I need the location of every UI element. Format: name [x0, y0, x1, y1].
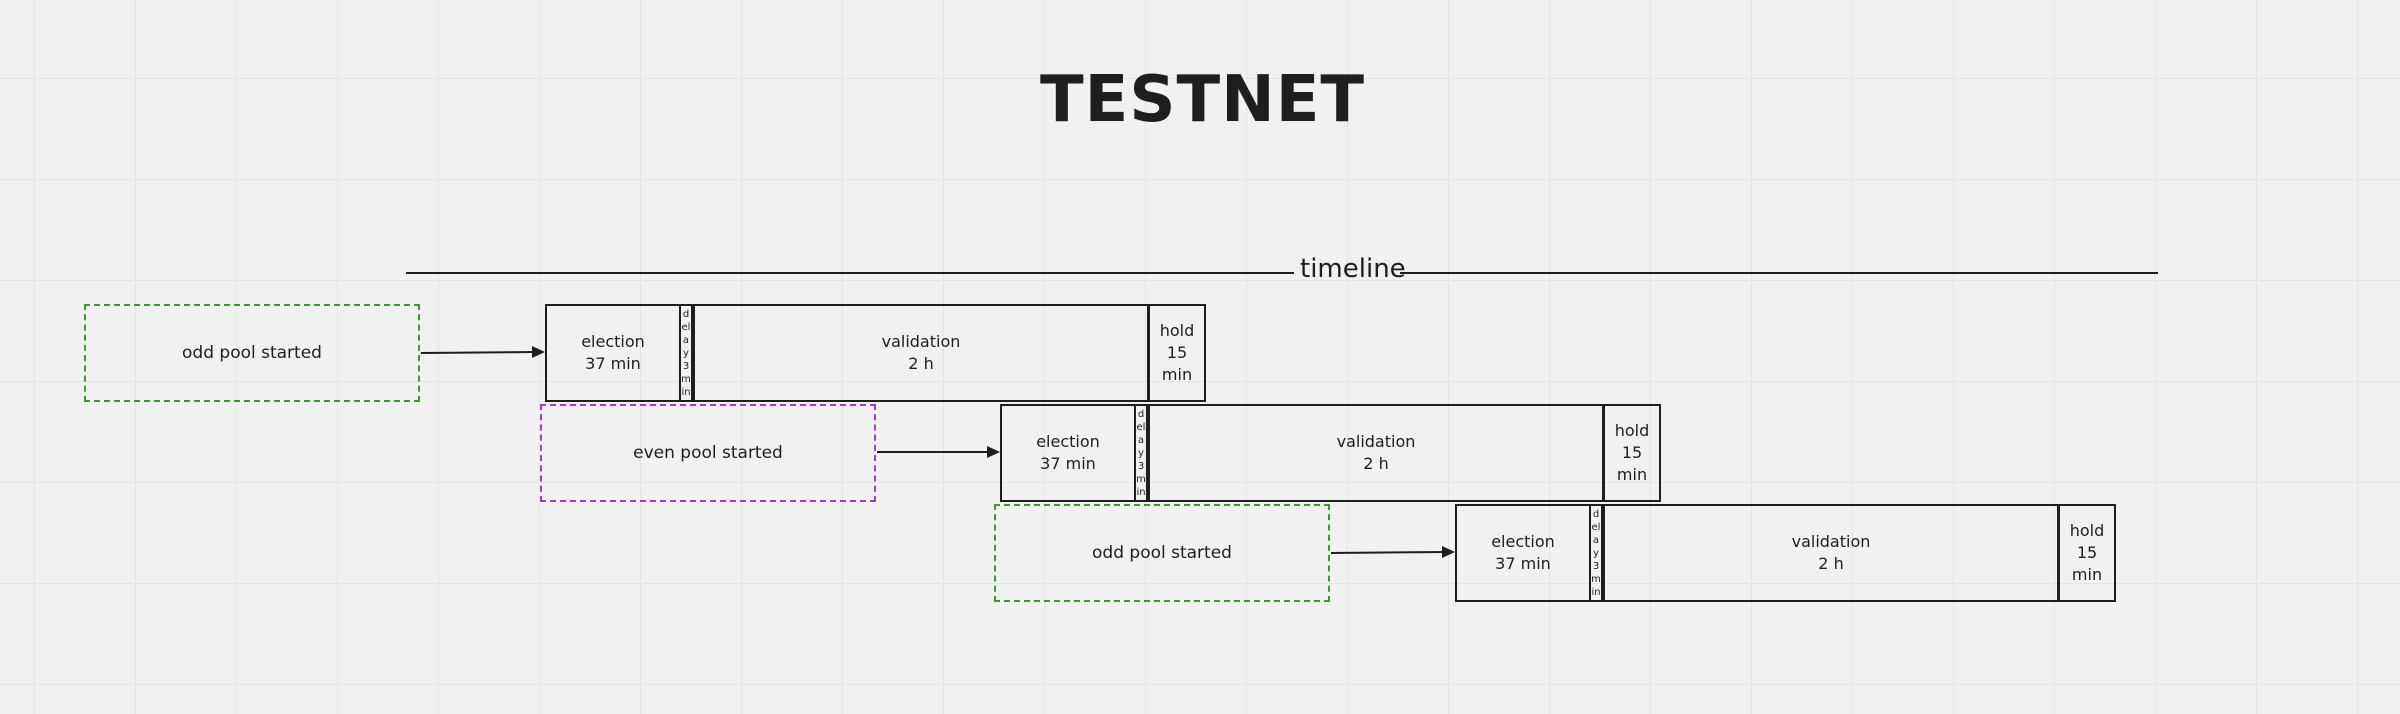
delay-label: delay 3 min: [1136, 408, 1146, 498]
timeline-line-right: [1400, 272, 2158, 274]
even-pool-started-box[interactable]: even pool started: [540, 404, 876, 502]
hold-label: hold 15 min: [1159, 321, 1195, 384]
pool-label: odd pool started: [182, 343, 322, 363]
odd-pool-started-box[interactable]: odd pool started: [994, 504, 1330, 602]
delay-label: delay 3 min: [1591, 508, 1601, 598]
validation-label: validation 2 h: [1336, 432, 1416, 473]
hold-box[interactable]: hold 15 min: [1148, 304, 1206, 402]
election-label: election 37 min: [581, 332, 645, 373]
hold-label: hold 15 min: [2069, 521, 2105, 584]
election-label: election 37 min: [1036, 432, 1100, 473]
pool-label: even pool started: [633, 443, 783, 463]
hold-box[interactable]: hold 15 min: [1603, 404, 1661, 502]
election-label: election 37 min: [1491, 532, 1555, 573]
arrow-odd-to-election-1: [420, 346, 545, 358]
validation-label: validation 2 h: [881, 332, 961, 373]
pool-label: odd pool started: [1092, 543, 1232, 563]
validation-label: validation 2 h: [1791, 532, 1871, 573]
hold-label: hold 15 min: [1614, 421, 1650, 484]
delay-label: delay 3 min: [681, 308, 691, 398]
timeline-line-left: [406, 272, 1294, 274]
odd-pool-started-box[interactable]: odd pool started: [84, 304, 420, 402]
arrow-odd-to-election-3: [1330, 546, 1455, 558]
arrow-even-to-election-2: [877, 446, 1000, 458]
hold-box[interactable]: hold 15 min: [2058, 504, 2116, 602]
timeline-label: timeline: [1300, 254, 1406, 284]
page-title: TESTNET: [1040, 63, 1366, 137]
